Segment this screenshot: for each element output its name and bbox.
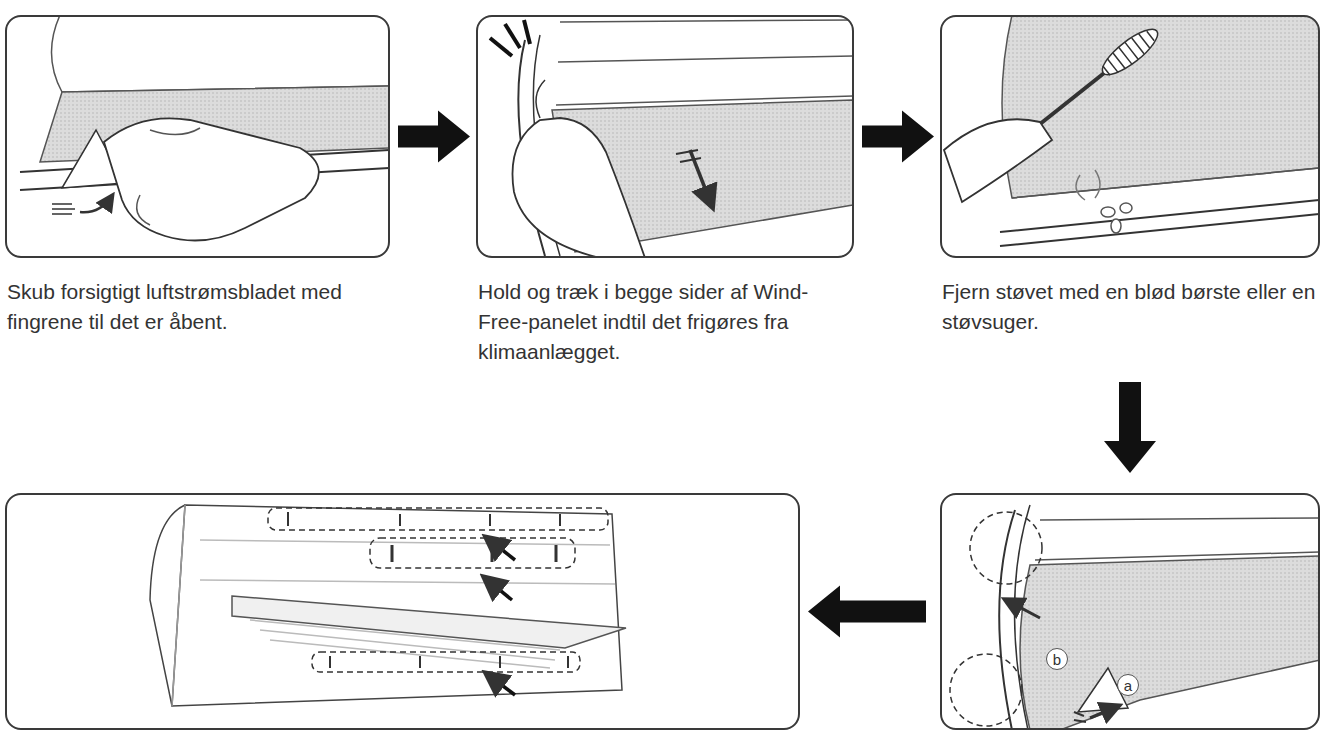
- step-panel: [5, 493, 800, 730]
- step-3-illustration: [944, 16, 1319, 246]
- step-panel: Skub forsigtigt luftstrømsbladet med fin…: [5, 15, 390, 350]
- callout-circle: a: [1117, 674, 1139, 696]
- callout-letter: a: [1124, 678, 1132, 693]
- flow-arrow: [398, 111, 470, 163]
- step-4-illustration: [950, 494, 1319, 729]
- panel-frame: [476, 15, 854, 258]
- step-1-illustration: [6, 16, 389, 241]
- callout-letter: b: [1053, 652, 1061, 667]
- flow-arrow: [862, 111, 934, 163]
- panel-frame: [5, 15, 390, 258]
- flow-arrow: [1104, 382, 1156, 473]
- step-5-illustration: [150, 505, 626, 706]
- step-caption: Fjern støvet med en blød børste eller en…: [942, 277, 1318, 337]
- step-panel: Fjern støvet med en blød børste eller en…: [940, 15, 1320, 350]
- step-caption: Skub forsigtigt luftstrømsbladet med fin…: [7, 277, 388, 337]
- step-2-illustration: [490, 20, 853, 257]
- panel-frame: [5, 493, 800, 730]
- panel-frame: [940, 15, 1320, 258]
- step-panel: ba: [940, 493, 1320, 730]
- step-panel: Hold og træk i begge sider af Wind-Free-…: [476, 15, 854, 350]
- flow-arrow: [808, 586, 926, 638]
- step-caption: Hold og træk i begge sider af Wind-Free-…: [478, 277, 852, 367]
- callout-circle: b: [1046, 648, 1068, 670]
